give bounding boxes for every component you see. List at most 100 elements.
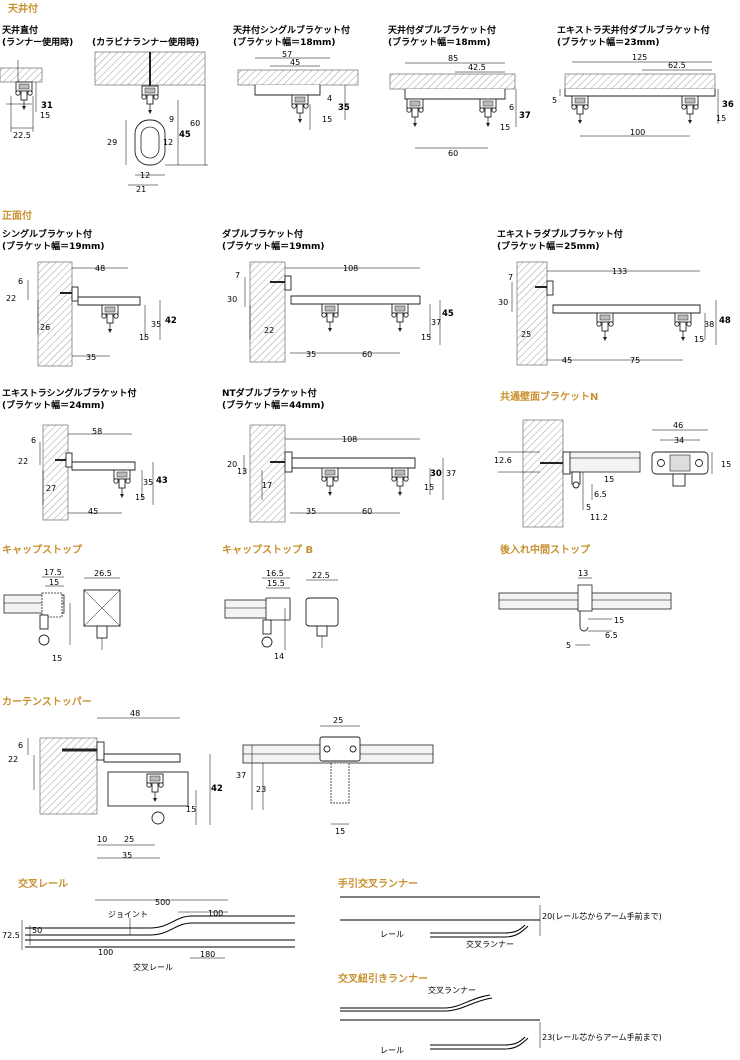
diagram-rear-stop: 後入れ中間ストップ 13 15 6.5 5 — [498, 543, 672, 650]
title-nt-2: (ブラケット幅＝44mm) — [222, 399, 325, 411]
dim-5c: 5 — [566, 641, 571, 650]
dim-25b: 25 — [124, 835, 134, 844]
dim-15e: 15 — [139, 333, 149, 342]
dim-5b: 5 — [586, 503, 591, 512]
dim-35g: 35 — [122, 851, 132, 860]
dim-37d: 37 — [236, 771, 246, 780]
dim-15d: 15 — [716, 114, 726, 123]
dim-72-5: 72.5 — [2, 931, 20, 940]
dim-100c: 100 — [98, 948, 113, 957]
diagram-front-double: ダブルブラケット付 (ブラケット幅＝19mm) 108 7 30 22 37 4… — [222, 228, 454, 363]
dim-48c: 48 — [130, 709, 140, 718]
dim-15f: 15 — [421, 333, 431, 342]
section-rear-stop: 後入れ中間ストップ — [500, 543, 591, 556]
dim-42-5: 42.5 — [468, 63, 486, 72]
title-fes-2: (ブラケット幅＝24mm) — [2, 399, 105, 411]
dim-58: 58 — [92, 427, 102, 436]
title-cd-2: (ブラケット幅＝18mm) — [388, 36, 491, 48]
dim-500: 500 — [155, 898, 170, 907]
dim-15c: 15 — [500, 123, 510, 132]
title-cd-1: 天井付ダブルブラケット付 — [388, 24, 496, 36]
dim-57: 57 — [282, 50, 292, 59]
dim-30c: 30 — [430, 469, 442, 479]
dim-43: 43 — [156, 476, 168, 486]
dim-6b: 6 — [18, 277, 23, 286]
dim-25c: 25 — [333, 716, 343, 725]
dim-50: 50 — [32, 926, 42, 935]
diagram-curtain-stopper: カーテンストッパー 48 6 22 42 15 10 25 35 — [2, 696, 223, 860]
dim-37b: 37 — [431, 318, 441, 327]
note-cross-rail: 交叉レール — [133, 962, 173, 972]
title-fs-2: (ブラケット幅＝19mm) — [2, 240, 105, 252]
note-rail-2: レール — [380, 1046, 404, 1055]
dim-22-5: 22.5 — [13, 131, 31, 140]
dim-15n: 15 — [614, 616, 624, 625]
dim-62-5: 62.5 — [668, 61, 686, 70]
dim-45c: 45 — [442, 309, 454, 319]
title-fd-2: (ブラケット幅＝19mm) — [222, 240, 325, 252]
dim-100b: 100 — [208, 909, 223, 918]
dim-7b: 7 — [508, 273, 513, 282]
section-cap-stop: キャップストップ — [2, 543, 83, 556]
dim-100a: 100 — [630, 128, 645, 137]
dim-37c: 37 — [446, 469, 456, 478]
diagram-front-extra: エキストラダブルブラケット付 (ブラケット幅＝25mm) 133 7 30 25… — [497, 228, 731, 366]
dim-15a: 15 — [40, 111, 50, 120]
title-direct-1: 天井直付 — [2, 24, 38, 36]
dim-37a: 37 — [519, 111, 531, 121]
dim-15m: 15 — [52, 654, 62, 663]
dim-35f: 35 — [306, 507, 316, 516]
dim-133: 133 — [612, 267, 627, 276]
title-fe-1: エキストラダブルブラケット付 — [497, 228, 623, 240]
dim-22c: 22 — [18, 457, 28, 466]
diagram-cord-cross-runner: 交叉紐引きランナー 交叉ランナー レール 23(レール芯からアーム手前まで) — [338, 972, 662, 1055]
dim-22b: 22 — [264, 326, 274, 335]
title-fes-1: エキストラシングルブラケット付 — [2, 387, 137, 399]
title-direct-2: (ランナー使用時) — [2, 36, 73, 48]
dim-45b: 45 — [290, 58, 300, 67]
dim-20: 20 — [227, 460, 237, 469]
dim-26: 26 — [40, 323, 50, 332]
dim-6c: 6 — [31, 436, 36, 445]
diagram-cross-rail: 交叉レール 500 ジョイント 100 72.5 50 100 交叉レール 18… — [2, 877, 295, 972]
title-nt-1: NTダブルブラケット付 — [222, 387, 317, 399]
dim-31: 31 — [41, 101, 53, 111]
dim-15o: 15 — [186, 805, 196, 814]
dim-15b: 15 — [322, 115, 332, 124]
note-23: 23(レール芯からアーム手前まで) — [542, 1032, 662, 1042]
section-curtain-stopper: カーテンストッパー — [2, 696, 92, 708]
dim-12a: 12 — [163, 138, 173, 147]
dim-15h: 15 — [135, 493, 145, 502]
dim-35d: 35 — [306, 350, 316, 359]
dim-27: 27 — [46, 484, 56, 493]
dim-15g: 15 — [694, 335, 704, 344]
dim-17: 17 — [262, 481, 272, 490]
dim-7a: 7 — [235, 271, 240, 280]
note-rail-1: レール — [380, 930, 404, 939]
dim-35b: 35 — [151, 320, 161, 329]
section-hand-cross-runner: 手引交叉ランナー — [338, 877, 418, 890]
dim-45e: 45 — [88, 507, 98, 516]
dim-6a: 6 — [509, 103, 514, 112]
dim-42a: 42 — [165, 316, 177, 326]
dim-4: 4 — [327, 94, 332, 103]
diagram-front-extra-single: エキストラシングルブラケット付 (ブラケット幅＝24mm) 58 6 22 27… — [2, 387, 168, 521]
diagram-front-single: シングルブラケット付 (ブラケット幅＝19mm) 48 6 22 26 35 4… — [2, 228, 177, 367]
diagram-common-wall-bracket: 共通壁面ブラケットN 12.6 15 6.5 5 11.2 46 34 15 — [494, 390, 731, 528]
title-cs-2: (ブラケット幅＝18mm) — [233, 36, 336, 48]
title-fs-1: シングルブラケット付 — [2, 228, 92, 240]
dim-9: 9 — [169, 115, 174, 124]
dim-36: 36 — [722, 100, 734, 110]
diagram-carabiner: (カラビナランナー使用時) 60 45 9 12 29 12 21 — [92, 36, 208, 194]
dim-12b: 12 — [140, 171, 150, 180]
dim-75: 75 — [630, 356, 640, 365]
section-common-wall-bracket: 共通壁面ブラケットN — [500, 390, 598, 403]
dim-15l: 15 — [49, 578, 59, 587]
diagram-ceiling-direct: 天井直付 (ランナー使用時) 31 15 22.5 — [0, 24, 73, 140]
title-ce-1: エキストラ天井付ダブルブラケット付 — [557, 24, 710, 36]
dim-22a: 22 — [6, 294, 16, 303]
dim-13b: 13 — [578, 569, 588, 578]
note-joint: ジョイント — [108, 910, 148, 919]
diagram-cap-stop: キャップストップ 17.5 15 26.5 15 — [2, 543, 121, 663]
